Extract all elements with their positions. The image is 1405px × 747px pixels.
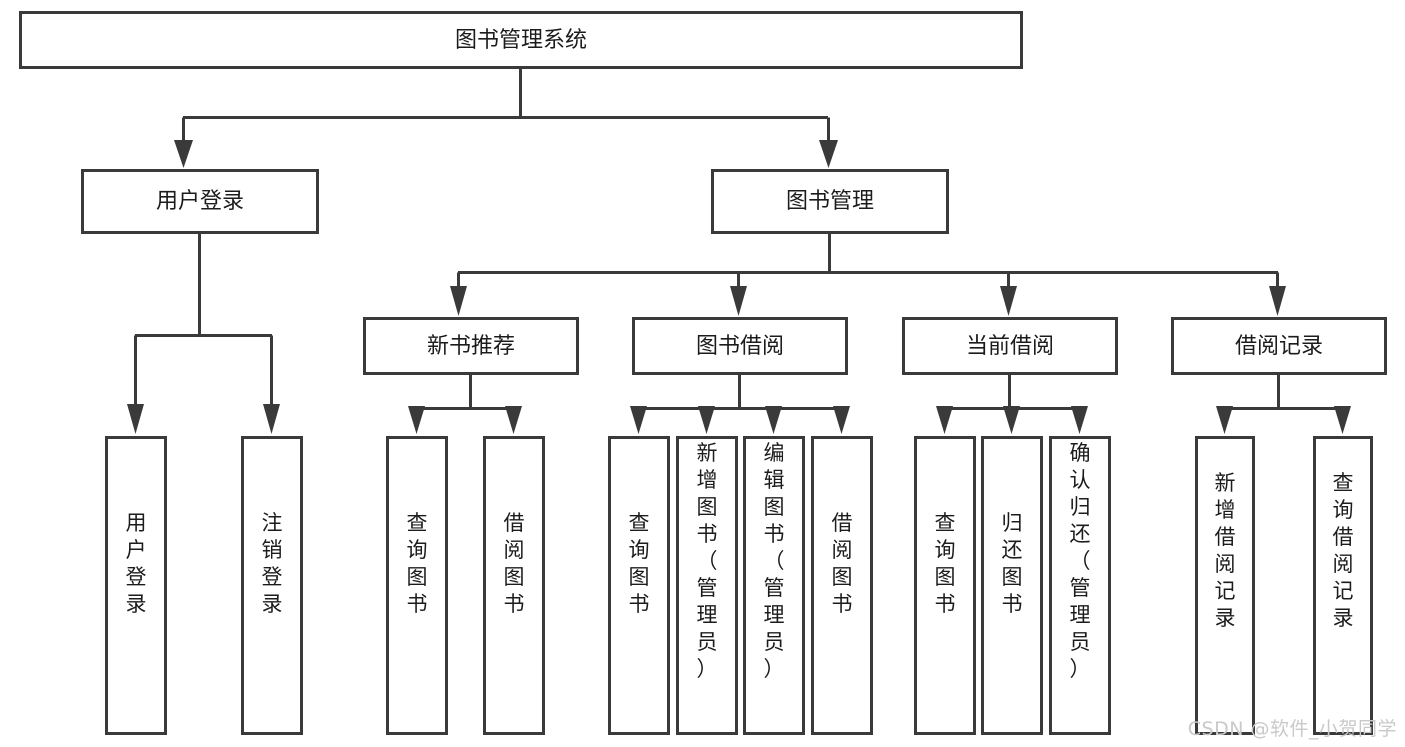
leaf-label-current-borrow-2: 归还图书 xyxy=(1002,511,1023,616)
leaf-label-book-borrow-4: 借阅图书 xyxy=(832,511,853,616)
node-label-root: 图书管理系统 xyxy=(455,28,587,53)
node-label-current-borrow: 当前借阅 xyxy=(966,334,1054,359)
leaf-box-book-borrow-4[interactable] xyxy=(811,436,873,735)
leaf-label-book-borrow-3: 编辑图书（管理员） xyxy=(764,441,785,681)
leaf-label-book-borrow-1: 查询图书 xyxy=(629,511,650,616)
arrow-head-l3-1 xyxy=(450,286,467,316)
leaf-node-book-borrow-2[interactable]: 新增图书（管理员） xyxy=(676,436,738,735)
node-box-book-management[interactable] xyxy=(711,169,949,234)
leaf-box-borrow-record-2[interactable] xyxy=(1313,436,1373,735)
leaf-label-borrow-record-1: 新增借阅记录 xyxy=(1215,471,1236,630)
node-label-new-book-recommend: 新书推荐 xyxy=(427,334,515,359)
node-box-root[interactable] xyxy=(19,11,1023,69)
leaf-label-current-borrow-3: 确认归还（管理员） xyxy=(1070,441,1091,681)
leaf-node-book-borrow-4[interactable]: 借阅图书 xyxy=(811,436,873,735)
arrow-head-user-login-leaf-2 xyxy=(263,404,280,434)
leaf-label-new-book-2: 借阅图书 xyxy=(504,511,525,616)
node-box-book-borrow[interactable] xyxy=(632,317,848,375)
leaf-node-borrow-record-2[interactable]: 查询借阅记录 xyxy=(1313,436,1373,735)
leaf-node-borrow-record-1[interactable]: 新增借阅记录 xyxy=(1195,436,1255,735)
arrow-head-user-login xyxy=(174,140,193,168)
node-book-borrow[interactable]: 图书借阅 xyxy=(632,317,848,375)
connector-layer xyxy=(127,68,1351,434)
arrow-head-current-borrow-leaf-1 xyxy=(936,406,953,434)
node-book-management[interactable]: 图书管理 xyxy=(711,169,949,234)
arrow-head-book-borrow-leaf-4 xyxy=(833,406,850,434)
leaf-box-borrow-record-1[interactable] xyxy=(1195,436,1255,735)
arrow-head-new-book-leaf-1 xyxy=(408,406,425,434)
leaf-box-book-borrow-1[interactable] xyxy=(608,436,670,735)
leaf-box-current-borrow-1[interactable] xyxy=(914,436,976,735)
leaf-box-book-borrow-3[interactable] xyxy=(743,436,805,735)
arrow-head-l3-2 xyxy=(730,286,747,316)
leaf-box-current-borrow-2[interactable] xyxy=(981,436,1043,735)
leaf-label-book-borrow-2: 新增图书（管理员） xyxy=(697,441,718,681)
leaf-node-current-borrow-2[interactable]: 归还图书 xyxy=(981,436,1043,735)
arrow-head-user-login-leaf-1 xyxy=(127,404,144,434)
leaf-node-new-book-1[interactable]: 查询图书 xyxy=(386,436,448,735)
node-label-book-borrow: 图书借阅 xyxy=(696,334,784,359)
leaf-box-user-login-2[interactable] xyxy=(241,436,303,735)
arrow-head-book-borrow-leaf-3 xyxy=(765,406,782,434)
leaf-node-current-borrow-3[interactable]: 确认归还（管理员） xyxy=(1049,436,1111,735)
leaf-box-current-borrow-3[interactable] xyxy=(1049,436,1111,735)
node-label-user-login: 用户登录 xyxy=(156,189,244,214)
leaf-box-new-book-1[interactable] xyxy=(386,436,448,735)
leaf-node-book-borrow-1[interactable]: 查询图书 xyxy=(608,436,670,735)
leaf-node-book-borrow-3[interactable]: 编辑图书（管理员） xyxy=(743,436,805,735)
arrow-head-book-mgmt xyxy=(819,140,838,168)
arrow-head-book-borrow-leaf-2 xyxy=(698,406,715,434)
leaf-label-borrow-record-2: 查询借阅记录 xyxy=(1333,471,1354,630)
node-box-new-book-recommend[interactable] xyxy=(363,317,579,375)
node-new-book-recommend[interactable]: 新书推荐 xyxy=(363,317,579,375)
arrow-head-borrow-record-leaf-2 xyxy=(1334,406,1351,434)
arrow-head-book-borrow-leaf-1 xyxy=(630,406,647,434)
leaf-node-new-book-2[interactable]: 借阅图书 xyxy=(483,436,545,735)
node-label-book-management: 图书管理 xyxy=(786,189,874,214)
arrow-head-borrow-record-leaf-1 xyxy=(1216,406,1233,434)
node-box-current-borrow[interactable] xyxy=(902,317,1118,375)
leaf-label-user-login-1: 用户登录 xyxy=(126,511,147,616)
arrow-head-l3-4 xyxy=(1269,286,1286,316)
arrow-head-current-borrow-leaf-3 xyxy=(1071,406,1088,434)
leaf-node-user-login-2[interactable]: 注销登录 xyxy=(241,436,303,735)
node-user-login[interactable]: 用户登录 xyxy=(81,169,319,234)
arrow-head-new-book-leaf-2 xyxy=(505,406,522,434)
leaf-box-user-login-1[interactable] xyxy=(105,436,167,735)
leaf-label-user-login-2: 注销登录 xyxy=(262,511,283,616)
node-current-borrow[interactable]: 当前借阅 xyxy=(902,317,1118,375)
arrow-head-current-borrow-leaf-2 xyxy=(1003,406,1020,434)
leaf-node-current-borrow-1[interactable]: 查询图书 xyxy=(914,436,976,735)
arrow-head-l3-3 xyxy=(1000,286,1017,316)
node-box-borrow-record[interactable] xyxy=(1171,317,1387,375)
node-root-book-management-system[interactable]: 图书管理系统 xyxy=(19,11,1023,69)
node-borrow-record[interactable]: 借阅记录 xyxy=(1171,317,1387,375)
leaf-box-book-borrow-2[interactable] xyxy=(676,436,738,735)
leaf-label-new-book-1: 查询图书 xyxy=(407,511,428,616)
leaf-node-user-login-1[interactable]: 用户登录 xyxy=(105,436,167,735)
node-box-user-login[interactable] xyxy=(81,169,319,234)
node-label-borrow-record: 借阅记录 xyxy=(1235,334,1323,359)
leaf-label-current-borrow-1: 查询图书 xyxy=(935,511,956,616)
leaf-box-new-book-2[interactable] xyxy=(483,436,545,735)
